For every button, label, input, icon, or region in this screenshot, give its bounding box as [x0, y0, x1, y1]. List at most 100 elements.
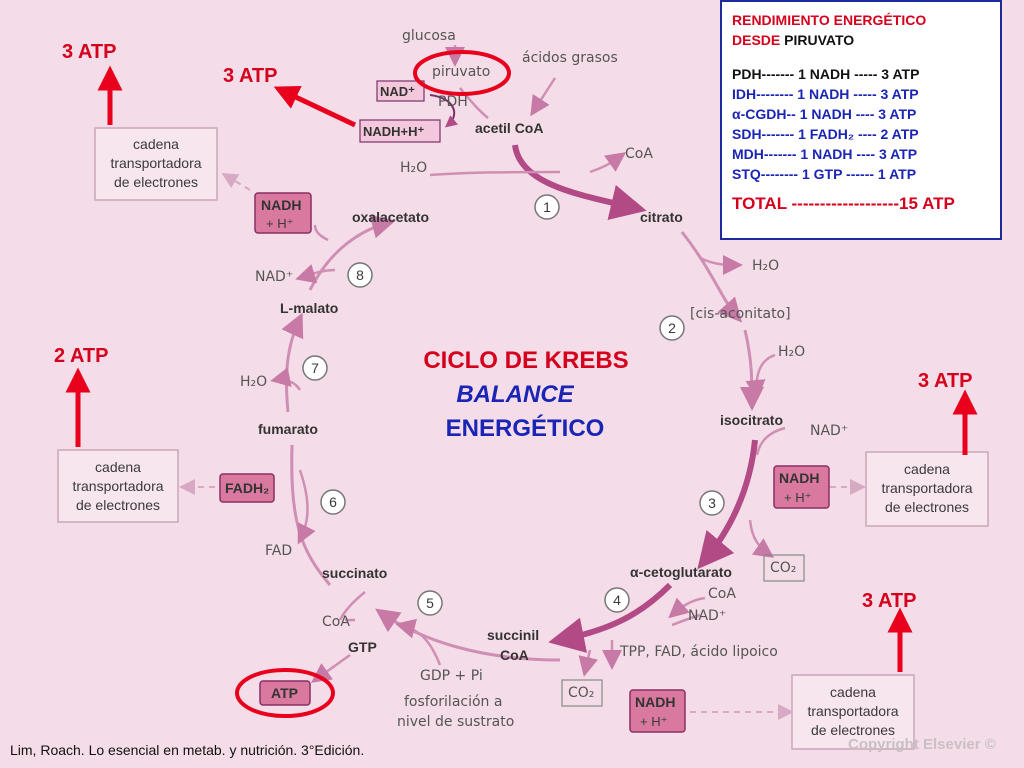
svg-text:transportadora: transportadora — [807, 703, 898, 719]
svg-text:de electrones: de electrones — [885, 499, 969, 515]
metabolite-acetil-coa: acetil CoA — [475, 120, 543, 136]
metabolite-oxalacetato: oxalacetato — [352, 209, 429, 225]
step-4-circle — [604, 587, 630, 613]
label-nad-right: NAD⁺ — [810, 423, 848, 439]
label-fad: FAD — [265, 543, 292, 559]
dashed-arrows — [179, 172, 866, 720]
svg-text:cadena: cadena — [904, 461, 950, 477]
infobox-row-sdh: SDH------- 1 FADH₂ ---- 2 ATP — [732, 126, 919, 142]
citation: Lim, Roach. Lo esencial en metab. y nutr… — [10, 742, 365, 758]
label-fosforilacion-1: fosforilación a — [404, 694, 502, 710]
svg-text:NADH: NADH — [261, 197, 301, 213]
svg-text:de electrones: de electrones — [114, 174, 198, 190]
nad-reduction-arrow — [429, 94, 458, 128]
step-6-number: 6 — [329, 494, 337, 510]
label-cis-aconitato: [cis-aconitato] — [690, 306, 791, 322]
co2-right-box — [763, 554, 805, 582]
label-h2o-top: H₂O — [400, 160, 427, 176]
metabolite-fumarato: fumarato — [258, 421, 318, 437]
label-nadh-top: NADH+H⁺ — [363, 124, 425, 139]
atp-highlight — [235, 668, 335, 718]
label-nad-top: NAD⁺ — [380, 84, 415, 99]
label-gdp-pi: GDP + Pi — [420, 668, 483, 684]
atp-box: ATP — [259, 680, 311, 706]
nadh-box-left: NADH + H⁺ — [254, 192, 312, 234]
label-gtp: GTP — [348, 639, 377, 655]
label-h2o-right1: H₂O — [752, 258, 779, 274]
infobox-total: TOTAL -------------------15 ATP — [732, 194, 955, 213]
infobox-row-mdh: MDH------- 1 NADH ---- 3 ATP — [732, 146, 918, 162]
label-nad-left: NAD⁺ — [255, 269, 293, 285]
label-pdh: PDH — [438, 94, 468, 110]
svg-text:FADH₂: FADH₂ — [225, 480, 269, 496]
svg-text:de electrones: de electrones — [811, 722, 895, 738]
label-coa-top: CoA — [625, 146, 653, 162]
cadena-box-bottom: cadena transportadora de electrones — [791, 674, 915, 750]
svg-text:NADH: NADH — [635, 694, 675, 710]
side-arrows — [270, 45, 786, 683]
label-h2o-left: H₂O — [240, 374, 267, 390]
step-6-circle — [320, 489, 346, 515]
step-2-circle — [659, 315, 685, 341]
infobox-title-2: DESDE PIRUVATO — [732, 32, 855, 48]
step-3-number: 3 — [708, 495, 716, 511]
step-3-circle — [699, 490, 725, 516]
nadh-box-right: NADH + H⁺ — [773, 465, 830, 509]
svg-text:cadena: cadena — [95, 459, 141, 475]
metabolite-succinato: succinato — [322, 565, 387, 581]
label-co2-bottom: CO₂ — [568, 685, 594, 701]
step-1-circle — [534, 194, 560, 220]
svg-text:cadena: cadena — [830, 684, 876, 700]
nadh-top-box — [359, 119, 441, 143]
metabolite-acidos-grasos: ácidos grasos — [522, 50, 618, 66]
title-line3: ENERGÉTICO — [446, 414, 605, 442]
svg-text:+ H⁺: + H⁺ — [266, 216, 293, 231]
step-5-number: 5 — [426, 595, 434, 611]
infobox-row-pdh: PDH------- 1 NADH ----- 3 ATP — [732, 66, 920, 82]
atp-label-top-pdh: 3 ATP — [223, 65, 277, 87]
svg-text:transportadora: transportadora — [110, 155, 201, 171]
piruvato-highlight — [413, 50, 511, 96]
svg-text:+ H⁺: + H⁺ — [784, 490, 811, 505]
atp-label-left-mid: 2 ATP — [54, 345, 108, 367]
step-5-circle — [417, 590, 443, 616]
step-7-number: 7 — [311, 360, 319, 376]
metabolite-alfa-cetoglutarato: α-cetoglutarato — [630, 564, 732, 580]
cadena-box-left: cadena transportadora de electrones — [57, 449, 179, 523]
infobox-row-stq: STQ-------- 1 GTP ------ 1 ATP — [732, 166, 917, 182]
nadh-box-bottom: NADH + H⁺ — [629, 689, 686, 733]
svg-text:cadena: cadena — [133, 136, 179, 152]
fadh2-box: FADH₂ — [219, 473, 275, 503]
main-flux-arrows — [512, 144, 758, 653]
step-circles — [302, 194, 725, 616]
metabolite-isocitrato: isocitrato — [720, 412, 783, 428]
metabolite-l-malato: L-malato — [280, 300, 338, 316]
label-coa-right: CoA — [708, 586, 736, 602]
svg-text:de electrones: de electrones — [76, 497, 160, 513]
infobox-row-idh: IDH-------- 1 NADH ----- 3 ATP — [732, 86, 919, 102]
svg-text:transportadora: transportadora — [881, 480, 972, 496]
label-tpp-fad: TPP, FAD, ácido lipoico — [619, 644, 778, 660]
svg-text:NADH: NADH — [779, 470, 819, 486]
atp-label-right-mid: 3 ATP — [918, 370, 972, 392]
step-7-circle — [302, 355, 328, 381]
infobox-row-acgdh: α-CGDH-- 1 NADH ---- 3 ATP — [732, 106, 917, 122]
label-h2o-right2: H₂O — [778, 344, 805, 360]
metabolite-piruvato: piruvato — [432, 64, 490, 80]
svg-text:ATP: ATP — [271, 685, 298, 701]
step-1-number: 1 — [543, 199, 551, 215]
metabolite-glucosa: glucosa — [402, 28, 456, 44]
atp-label-top-left: 3 ATP — [62, 41, 116, 63]
step-2-number: 2 — [668, 320, 676, 336]
label-nad-right2: NAD⁺ — [688, 608, 726, 624]
cadena-box-right: cadena transportadora de electrones — [865, 451, 989, 527]
atp-arrows — [65, 65, 978, 672]
svg-text:transportadora: transportadora — [72, 478, 163, 494]
label-coa-left: CoA — [322, 614, 350, 630]
co2-bottom-box — [561, 679, 603, 707]
title-line1: CICLO DE KREBS — [423, 347, 628, 374]
step-8-circle — [347, 262, 373, 288]
copyright-watermark: Copyright Elsevier © — [848, 736, 996, 753]
infobox-title-1: RENDIMIENTO ENERGÉTICO — [732, 12, 927, 28]
